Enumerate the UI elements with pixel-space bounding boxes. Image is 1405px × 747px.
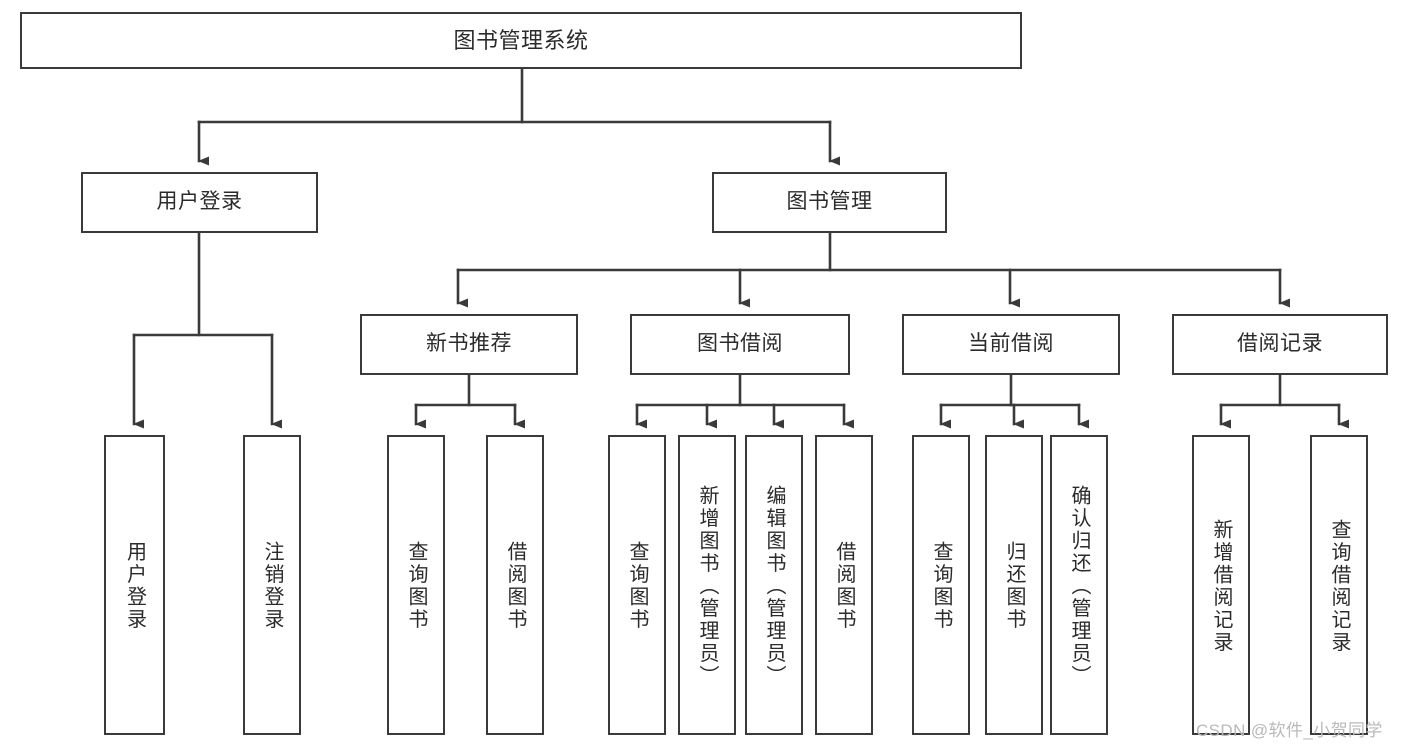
- node-label: 借阅记录: [1237, 332, 1323, 356]
- node-leaf-confirm-return-admin[interactable]: 确认归还（管理员）: [1050, 435, 1108, 735]
- node-label: 查询借阅记录: [1328, 518, 1350, 654]
- node-leaf-add-book-admin[interactable]: 新增图书（管理员）: [678, 435, 736, 735]
- node-label: 图书管理: [786, 190, 873, 214]
- node-label: 当前借阅: [968, 332, 1054, 356]
- node-leaf-add-borrow-record[interactable]: 新增借阅记录: [1192, 435, 1250, 735]
- node-new-book-recommend[interactable]: 新书推荐: [360, 314, 578, 375]
- node-leaf-query-book-cur[interactable]: 查询图书: [912, 435, 970, 735]
- node-leaf-logout[interactable]: 注销登录: [243, 435, 301, 735]
- node-user-login[interactable]: 用户登录: [81, 172, 318, 233]
- node-label: 用户登录: [123, 541, 146, 631]
- node-leaf-query-book-rec[interactable]: 查询图书: [387, 435, 445, 735]
- node-leaf-borrow-book-rec[interactable]: 借阅图书: [486, 435, 544, 735]
- node-leaf-return-book[interactable]: 归还图书: [985, 435, 1043, 735]
- node-label: 图书借阅: [697, 332, 783, 356]
- node-label: 编辑图书（管理员）: [763, 484, 785, 688]
- node-label: 图书管理系统: [453, 27, 589, 53]
- node-label: 确认归还（管理员）: [1068, 484, 1090, 688]
- node-label: 新增图书（管理员）: [696, 484, 718, 688]
- node-borrow-record[interactable]: 借阅记录: [1172, 314, 1388, 375]
- node-leaf-query-borrow-record[interactable]: 查询借阅记录: [1310, 435, 1368, 735]
- node-label: 用户登录: [156, 190, 243, 214]
- node-root[interactable]: 图书管理系统: [20, 12, 1022, 69]
- node-label: 注销登录: [261, 541, 283, 631]
- node-label: 查询图书: [930, 541, 952, 631]
- edge-group: [132, 67, 1349, 429]
- node-label: 新增借阅记录: [1210, 518, 1232, 654]
- node-current-borrow[interactable]: 当前借阅: [902, 314, 1120, 375]
- node-label: 查询图书: [626, 541, 648, 631]
- node-label: 查询图书: [405, 541, 427, 631]
- node-label: 借阅图书: [833, 541, 855, 631]
- node-book-borrow[interactable]: 图书借阅: [630, 314, 850, 375]
- node-label: 归还图书: [1003, 541, 1025, 631]
- node-label: 新书推荐: [426, 332, 512, 356]
- csdn-watermark: CSDN @软件_小贺同学: [1196, 721, 1383, 740]
- node-label: 借阅图书: [504, 541, 526, 631]
- node-leaf-borrow-book[interactable]: 借阅图书: [815, 435, 873, 735]
- node-leaf-edit-book-admin[interactable]: 编辑图书（管理员）: [745, 435, 803, 735]
- node-leaf-user-login[interactable]: 用户登录: [104, 435, 165, 735]
- node-leaf-query-book-borrow[interactable]: 查询图书: [608, 435, 666, 735]
- node-book-manage[interactable]: 图书管理: [712, 172, 947, 233]
